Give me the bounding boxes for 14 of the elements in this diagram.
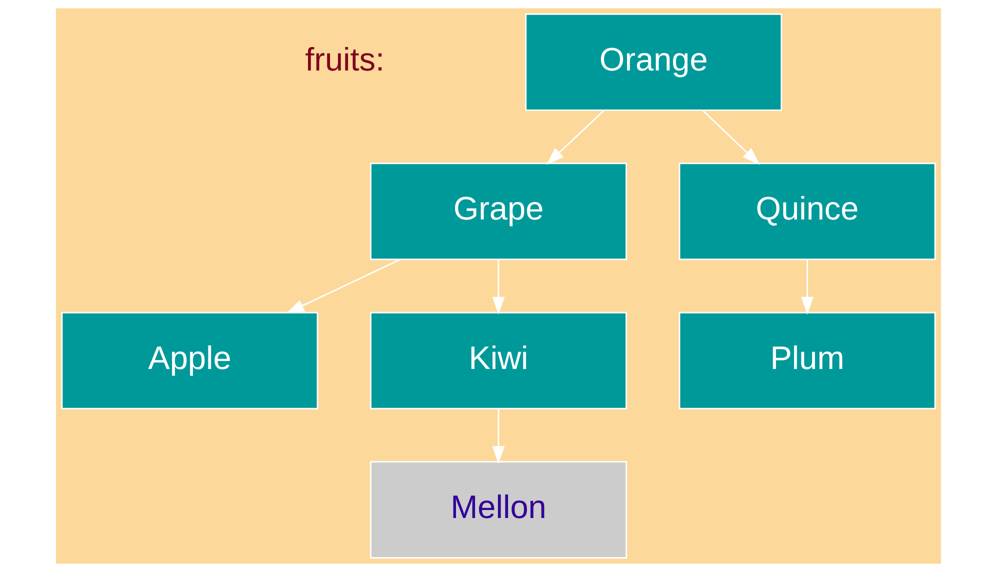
node-box: Kiwi xyxy=(370,312,628,410)
node-box: Plum xyxy=(678,312,936,410)
node-box: Orange xyxy=(525,13,782,111)
node-box: Mellon xyxy=(370,461,628,559)
arrow xyxy=(492,408,505,464)
arrow xyxy=(286,258,400,314)
node-box: Quince xyxy=(678,162,936,260)
node-box: Grape xyxy=(370,162,628,260)
arrow xyxy=(546,110,605,165)
label: fruits: xyxy=(305,41,385,78)
node-box: Apple xyxy=(61,312,318,410)
arrow xyxy=(492,260,505,315)
arrow xyxy=(801,260,814,315)
arrow xyxy=(702,110,760,165)
